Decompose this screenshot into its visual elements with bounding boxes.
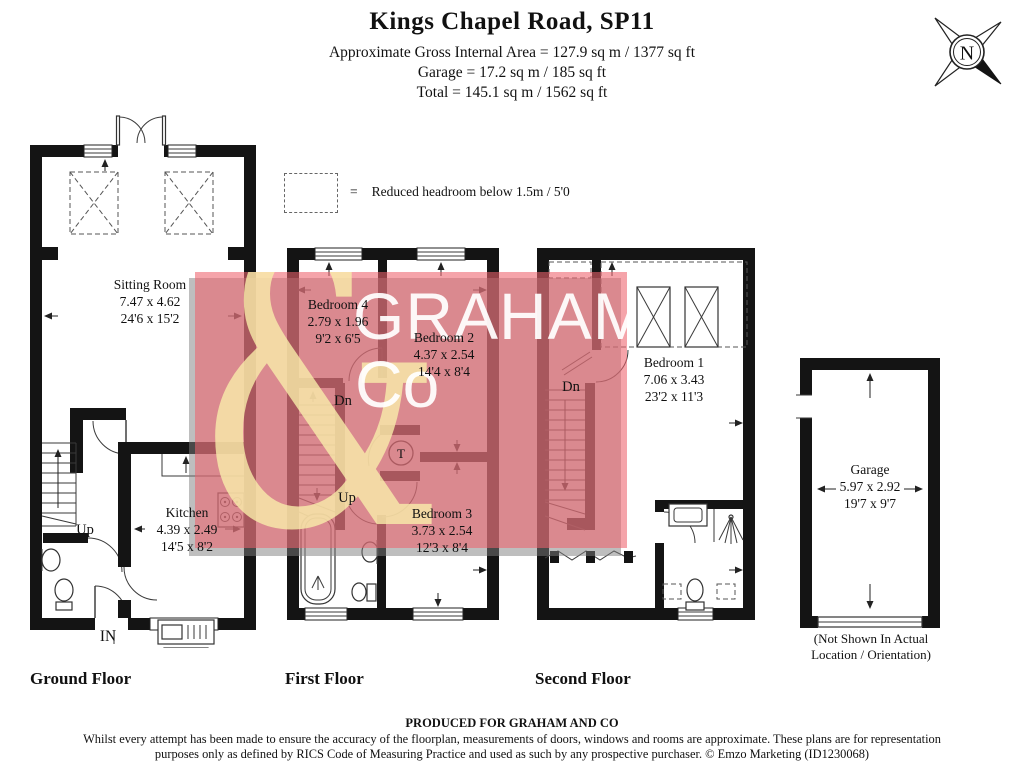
garage-plan — [796, 358, 940, 628]
garage-note: (Not Shown In Actual Location / Orientat… — [811, 631, 931, 662]
bedroom4-label: Bedroom 4 2.79 x 1.96 9'2 x 6'5 — [307, 297, 369, 346]
tank-label: T — [397, 446, 405, 461]
bedroom1-label: Bedroom 1 7.06 x 3.43 23'2 x 11'3 — [643, 355, 705, 404]
entrance-in-label: IN — [99, 628, 117, 645]
ground-up-label: Up — [76, 522, 94, 538]
reduced-headroom-legend: = Reduced headroom below 1.5m / 5'0 — [350, 184, 570, 200]
ground-floor-plan — [30, 115, 256, 648]
bedroom2-label: Bedroom 2 4.37 x 2.54 14'4 x 8'4 — [413, 330, 475, 379]
total-area: Total = 145.1 sq m / 1562 sq ft — [416, 84, 608, 101]
reduced-headroom-legend-swatch — [284, 173, 338, 213]
gross-internal-area: Approximate Gross Internal Area = 127.9 … — [328, 44, 696, 61]
sitting-room-label: Sitting Room 7.47 x 4.62 24'6 x 15'2 — [113, 277, 187, 326]
garage-area: Garage = 17.2 sq m / 185 sq ft — [417, 64, 607, 81]
first-dn-label: Dn — [334, 393, 352, 409]
second-floor-title: Second Floor — [535, 669, 631, 688]
first-floor-title: First Floor — [285, 669, 364, 688]
page-title: Kings Chapel Road, SP11 — [369, 8, 655, 35]
first-up-label: Up — [338, 490, 356, 506]
compass-north-label: N — [960, 43, 974, 65]
bedroom3-label: Bedroom 3 3.73 x 2.54 12'3 x 8'4 — [411, 506, 473, 555]
legend-label: Reduced headroom below 1.5m / 5'0 — [371, 184, 570, 199]
kitchen-label: Kitchen 4.39 x 2.49 14'5 x 8'2 — [156, 505, 218, 554]
compass-rose-icon: N — [934, 17, 1002, 87]
second-floor-plan — [537, 248, 755, 621]
second-dn-label: Dn — [562, 379, 580, 395]
disclaimer-line-1: Whilst every attempt has been made to en… — [83, 732, 941, 746]
produced-for-line: PRODUCED FOR GRAHAM AND CO — [405, 716, 619, 730]
disclaimer-line-2: purposes only as defined by RICS Code of… — [154, 747, 870, 761]
garage-label: Garage 5.97 x 2.92 19'7 x 9'7 — [839, 462, 901, 511]
legend-equals: = — [350, 184, 358, 199]
ground-floor-title: Ground Floor — [30, 669, 132, 688]
